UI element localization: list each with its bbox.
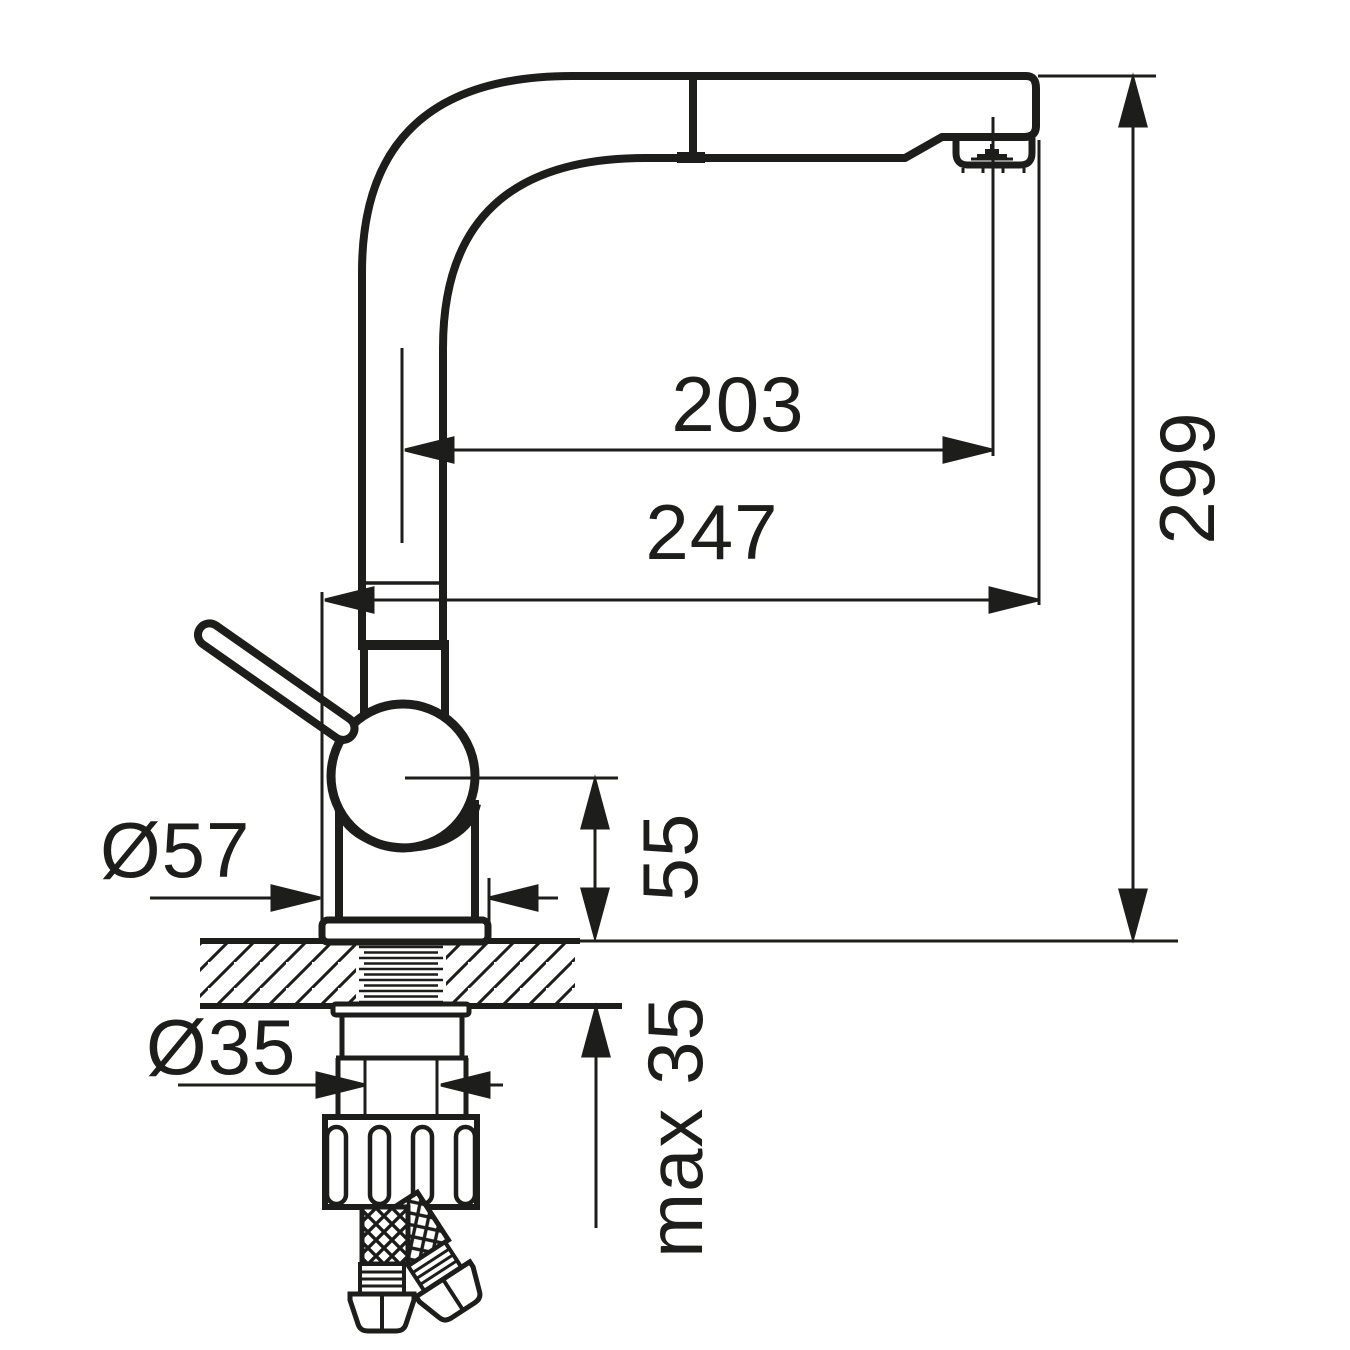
label-total-reach: 247: [645, 488, 778, 576]
arrowhead: [488, 884, 539, 912]
label-base-diameter: Ø57: [100, 806, 250, 894]
label-total-height: 299: [1143, 411, 1231, 544]
extension-lines: [320, 74, 1156, 924]
spray-head-clip: [677, 152, 705, 163]
label-body-center-height: 55: [626, 813, 714, 902]
hose-hex-nut: [412, 1258, 483, 1323]
arrowhead: [942, 436, 993, 464]
base-flange: [318, 916, 492, 946]
arrowhead: [270, 884, 321, 912]
dimension-labels: 203 247 299 Ø57 55 Ø35 max 35: [100, 360, 1231, 1258]
nut-rib: [324, 1124, 349, 1207]
arrowhead: [581, 1002, 611, 1058]
arrowhead: [324, 586, 375, 614]
supply-hose-left: [347, 1204, 417, 1334]
sphere-cup-arc: [333, 802, 481, 852]
arrowhead: [315, 1071, 366, 1099]
arrowhead: [988, 586, 1039, 614]
arrowhead: [1118, 888, 1148, 944]
label-spout-reach: 203: [671, 360, 804, 448]
mounting-assembly: [322, 1001, 480, 1210]
arrowhead: [580, 774, 610, 830]
faucet-body: [193, 72, 1040, 946]
nut-rib: [367, 1124, 392, 1207]
arrowhead: [580, 887, 610, 943]
clamp-body: [339, 1012, 465, 1061]
arrowhead: [1118, 72, 1148, 128]
label-max-counter-thickness: max 35: [631, 996, 719, 1258]
hose-braid: [359, 1204, 411, 1267]
arrowhead: [440, 1071, 491, 1099]
label-mounting-hole-diameter: Ø35: [146, 1003, 296, 1091]
spout-arm: [358, 72, 1040, 648]
arrowhead: [404, 436, 455, 464]
threaded-shank: [359, 945, 443, 1004]
mounting-nut: [322, 1114, 480, 1210]
nut-rib: [453, 1124, 478, 1207]
dimension-lines: [150, 72, 1148, 1228]
lever-handle: [193, 619, 359, 744]
